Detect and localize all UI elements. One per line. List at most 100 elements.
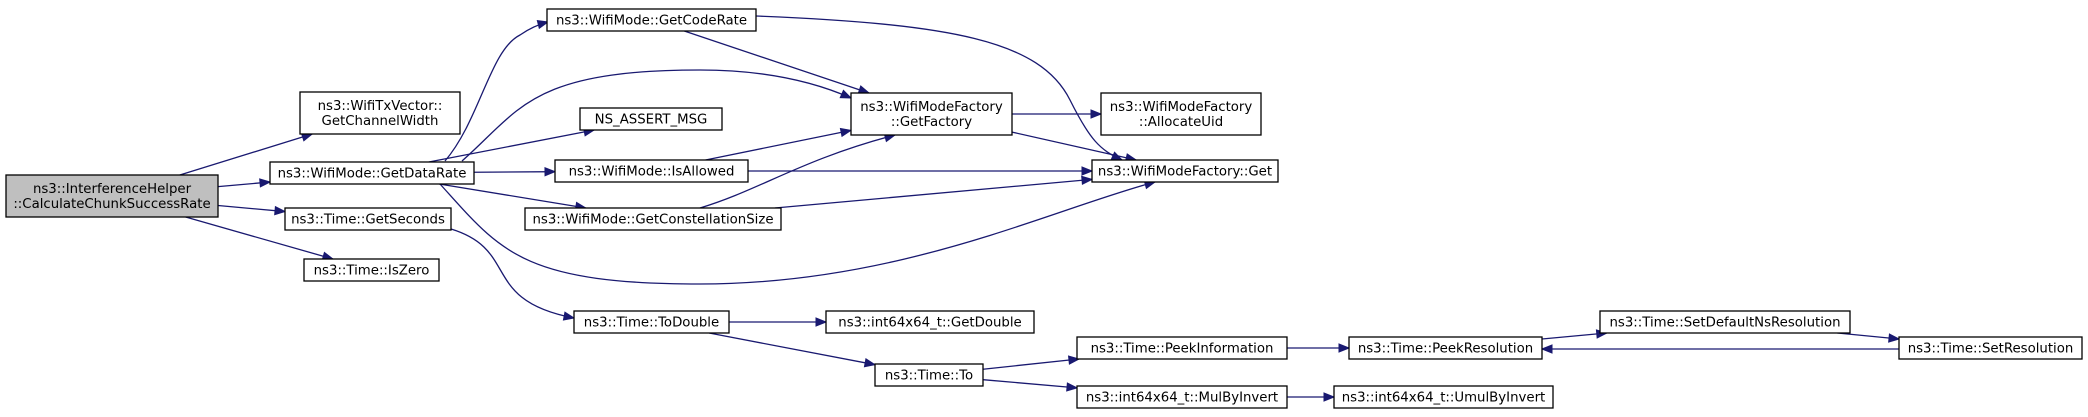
edge-calc-to-iszero <box>185 216 334 260</box>
node-label-todouble-0: ns3::Time::ToDouble <box>584 316 719 331</box>
edge-datarate-to-factoryget <box>439 181 1156 285</box>
edge-to-to-mulbyinv <box>982 379 1078 389</box>
node-box-mulbyinv <box>1076 385 1288 409</box>
node-peekres[interactable]: ns3::Time::PeekResolution <box>1348 336 1543 360</box>
node-getfactory[interactable]: ns3::WifiModeFactory::GetFactory <box>850 92 1013 136</box>
node-label-seconds-0: ns3::Time::GetSeconds <box>291 213 445 228</box>
node-iszero[interactable]: ns3::Time::IsZero <box>303 258 440 282</box>
node-box-seconds <box>284 207 452 231</box>
node-label-allocuid-1: ::AllocateUid <box>1139 115 1223 130</box>
edge-datarate-to-isallowed <box>473 171 556 173</box>
node-box-getdouble <box>825 310 1035 334</box>
node-box-setres <box>1898 336 2083 360</box>
edge-datarate-to-getfactory-arrowhead <box>839 89 853 99</box>
node-box-datarate <box>269 161 475 185</box>
node-coderate[interactable]: ns3::WifiMode::GetCodeRate <box>546 8 757 32</box>
edge-datarate-to-coderate-arrowhead <box>536 19 550 30</box>
node-setdefres[interactable]: ns3::Time::SetDefaultNsResolution <box>1599 310 1851 334</box>
node-getdouble[interactable]: ns3::int64x64_t::GetDouble <box>825 310 1035 334</box>
edge-coderate-to-factoryget <box>755 15 1123 161</box>
node-label-calc-0: ns3::InterferenceHelper <box>33 182 192 197</box>
edge-calc-to-seconds-arrowhead <box>274 205 287 216</box>
node-txvec[interactable]: ns3::WifiTxVector::GetChannelWidth <box>299 91 461 135</box>
edge-calc-to-seconds <box>217 204 286 213</box>
edge-datarate-to-isallowed-arrowhead <box>544 167 557 177</box>
node-box-iszero <box>303 258 440 282</box>
edge-datarate-to-constsize <box>439 183 586 209</box>
nodes-layer: ns3::InterferenceHelper::CalculateChunkS… <box>5 8 2083 409</box>
node-box-to <box>874 363 984 387</box>
node-peekinfo[interactable]: ns3::Time::PeekInformation <box>1076 336 1288 360</box>
node-mulbyinv[interactable]: ns3::int64x64_t::MulByInvert <box>1076 385 1288 409</box>
edge-todouble-to-to <box>708 332 876 366</box>
node-box-setdefres <box>1599 310 1851 334</box>
node-to[interactable]: ns3::Time::To <box>874 363 984 387</box>
node-label-getdouble-0: ns3::int64x64_t::GetDouble <box>838 316 1021 331</box>
node-label-txvec-0: ns3::WifiTxVector:: <box>318 99 443 114</box>
node-label-peekinfo-0: ns3::Time::PeekInformation <box>1091 342 1274 357</box>
edge-todouble-to-getdouble-arrowhead <box>815 317 828 327</box>
node-label-iszero-0: ns3::Time::IsZero <box>314 264 430 279</box>
edge-seconds-to-todouble <box>450 228 575 319</box>
edge-seconds-to-todouble-arrowhead <box>562 311 576 321</box>
node-box-constsize <box>524 207 782 231</box>
node-label-datarate-0: ns3::WifiMode::GetDataRate <box>278 167 467 182</box>
node-label-allocuid-0: ns3::WifiModeFactory <box>1110 100 1253 115</box>
node-label-getfactory-0: ns3::WifiModeFactory <box>860 100 1003 115</box>
edge-setdefres-to-setres-arrowhead <box>1888 333 1901 343</box>
node-setres[interactable]: ns3::Time::SetResolution <box>1898 336 2083 360</box>
node-label-peekres-0: ns3::Time::PeekResolution <box>1358 342 1533 357</box>
node-assert[interactable]: NS_ASSERT_MSG <box>579 107 723 131</box>
node-constsize[interactable]: ns3::WifiMode::GetConstellationSize <box>524 207 782 231</box>
edge-todouble-to-to-arrowhead <box>863 358 877 368</box>
node-box-todouble <box>573 310 730 334</box>
node-box-getfactory <box>850 92 1013 136</box>
node-label-setdefres-0: ns3::Time::SetDefaultNsResolution <box>1609 316 1840 331</box>
node-calc[interactable]: ns3::InterferenceHelper::CalculateChunkS… <box>5 174 219 218</box>
edge-setres-to-peekres-arrowhead <box>1540 344 1553 354</box>
node-box-isallowed <box>554 159 749 183</box>
node-box-allocuid <box>1100 92 1262 136</box>
node-allocuid[interactable]: ns3::WifiModeFactory::AllocateUid <box>1100 92 1262 136</box>
node-factoryget[interactable]: ns3::WifiModeFactory::Get <box>1091 159 1279 183</box>
node-box-txvec <box>299 91 461 135</box>
edge-constsize-to-getfactory <box>699 134 896 209</box>
node-label-setres-0: ns3::Time::SetResolution <box>1908 342 2074 357</box>
edge-to-to-peekinfo <box>982 358 1079 370</box>
node-isallowed[interactable]: ns3::WifiMode::IsAllowed <box>554 159 749 183</box>
edge-mulbyinv-to-umulbyinv-arrowhead <box>1323 392 1336 402</box>
node-box-calc <box>5 174 219 218</box>
node-box-assert <box>579 107 723 131</box>
node-box-coderate <box>546 8 757 32</box>
node-label-txvec-1: GetChannelWidth <box>322 114 439 129</box>
edge-constsize-to-factoryget <box>774 178 1093 209</box>
node-label-calc-1: ::CalculateChunkSuccessRate <box>13 197 210 212</box>
node-seconds[interactable]: ns3::Time::GetSeconds <box>284 207 452 231</box>
edges-layer <box>179 15 1901 402</box>
node-label-getfactory-1: ::GetFactory <box>891 115 972 130</box>
edge-coderate-to-getfactory <box>684 30 870 94</box>
edge-constsize-to-factoryget-arrowhead <box>1081 175 1094 186</box>
node-box-peekres <box>1348 336 1543 360</box>
node-umulbyinv[interactable]: ns3::int64x64_t::UmulByInvert <box>1333 385 1554 409</box>
node-todouble[interactable]: ns3::Time::ToDouble <box>573 310 730 334</box>
node-label-umulbyinv-0: ns3::int64x64_t::UmulByInvert <box>1342 391 1546 406</box>
node-label-isallowed-0: ns3::WifiMode::IsAllowed <box>569 165 735 180</box>
edge-calc-to-txvec <box>179 133 313 176</box>
edge-isallowed-to-factoryget-arrowhead <box>1081 166 1094 176</box>
edge-datarate-to-coderate <box>444 21 549 162</box>
node-box-factoryget <box>1091 159 1279 183</box>
node-datarate[interactable]: ns3::WifiMode::GetDataRate <box>269 161 475 185</box>
edge-getfactory-to-allocuid-arrowhead <box>1090 109 1103 119</box>
edge-peekres-to-setdefres <box>1541 332 1607 340</box>
node-label-assert-0: NS_ASSERT_MSG <box>595 113 708 128</box>
node-label-coderate-0: ns3::WifiMode::GetCodeRate <box>556 14 747 29</box>
edge-to-to-peekinfo-arrowhead <box>1067 355 1081 365</box>
edge-datarate-to-getfactory <box>461 69 852 162</box>
edge-datarate-to-assert <box>428 129 595 163</box>
edge-peekinfo-to-peekres-arrowhead <box>1338 343 1351 353</box>
edge-to-to-mulbyinv-arrowhead <box>1066 382 1079 392</box>
node-label-factoryget-0: ns3::WifiModeFactory::Get <box>1098 165 1272 180</box>
edge-calc-to-datarate-arrowhead <box>259 178 272 188</box>
